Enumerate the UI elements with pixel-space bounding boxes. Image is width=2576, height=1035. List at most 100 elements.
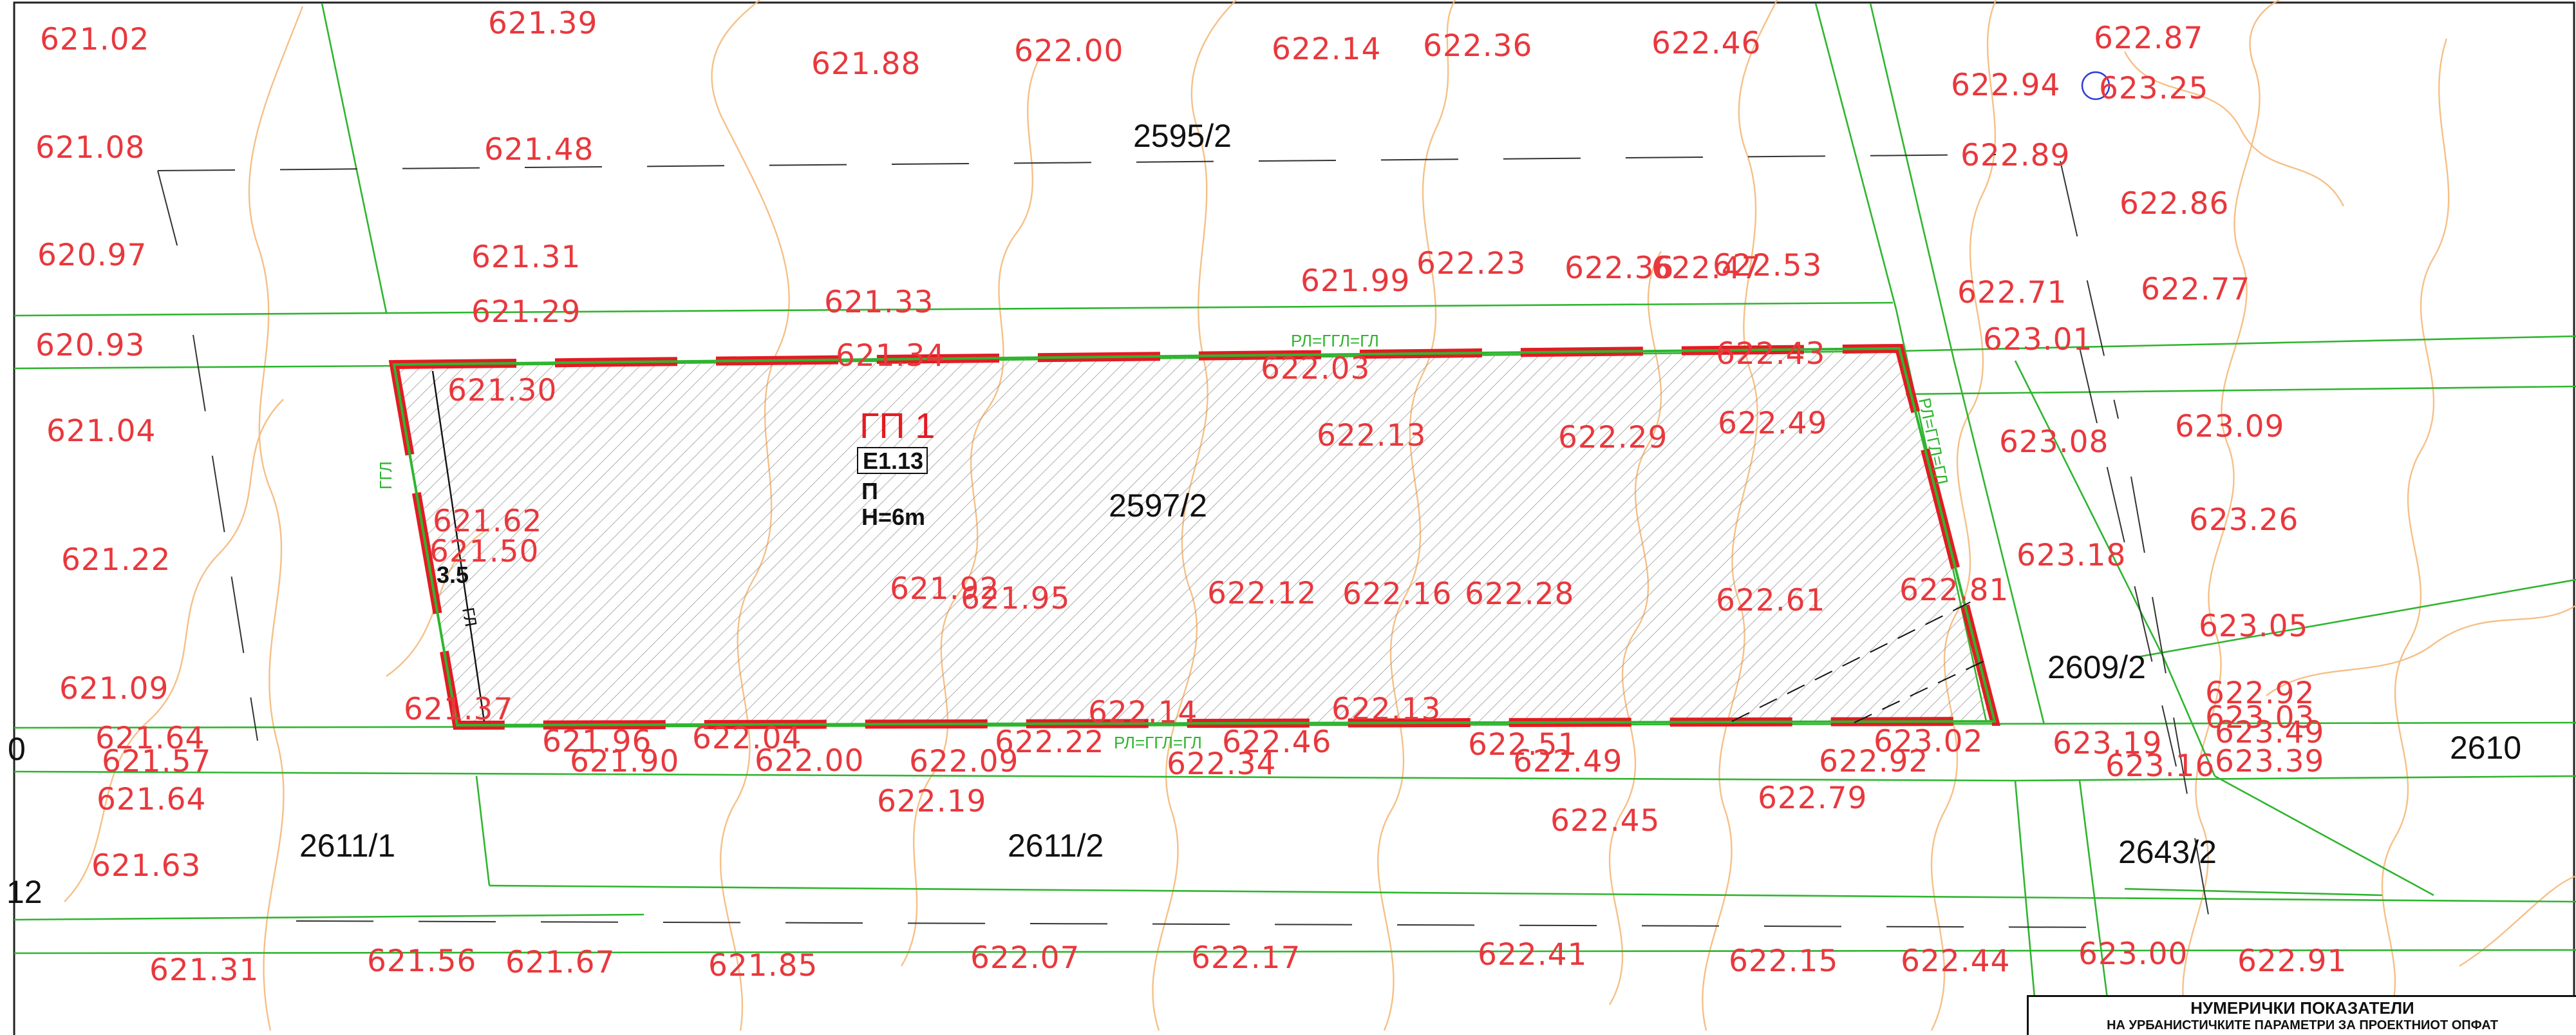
elevation-label: 622.22 — [995, 725, 1104, 760]
elevation-label: 622.14 — [1272, 32, 1381, 67]
elevation-label: 621.09 — [59, 671, 169, 707]
elevation-label: 623.49 — [2215, 715, 2324, 750]
elevation-label: 622.03 — [1261, 351, 1370, 386]
elevation-label: 622.19 — [877, 784, 986, 819]
elevation-label: 622.13 — [1317, 418, 1426, 453]
parcel-2597-2: 2597/2 — [1109, 488, 1207, 524]
elevation-label: 622.43 — [1716, 336, 1825, 372]
elevation-label: 621.33 — [824, 285, 934, 320]
elevation-label: 622.34 — [1167, 746, 1276, 782]
elevation-label: 621.31 — [471, 240, 581, 275]
elevation-label: 622.00 — [755, 743, 864, 779]
elevation-label: 623.00 — [2078, 936, 2188, 972]
zone-labels: ГП 1 Е1.13 П H=6m 3.5 — [437, 405, 935, 588]
elevation-label: 623.03 — [2205, 700, 2315, 736]
elevation-label: 621.29 — [471, 294, 581, 330]
elevation-label: 622.04 — [692, 721, 802, 756]
elevation-label: 622.86 — [2120, 186, 2229, 222]
elevation-label: 621.39 — [488, 6, 597, 41]
elevation-label: 621.96 — [542, 724, 652, 759]
elevation-labels: 621.02 621.39 621.88 622.00 622.14 622.3… — [35, 6, 2347, 988]
elevation-label: 620.97 — [37, 238, 147, 273]
elevation-label: 622.77 — [2141, 272, 2250, 307]
elevation-label: 621.88 — [811, 46, 921, 82]
elevation-label: 621.30 — [447, 373, 557, 408]
elevation-label: 622.87 — [2094, 21, 2203, 56]
elevation-label: 622.51 — [1468, 727, 1577, 763]
elevation-label: 622.14 — [1088, 695, 1198, 730]
elevation-label: 622.36 — [1423, 28, 1532, 64]
elevation-label: 622.49 — [1513, 744, 1622, 779]
elevation-label: 622.91 — [2237, 944, 2347, 979]
parcel-labels: 2595/2 2597/2 2609/2 2610 2611/1 2611/2 … — [6, 118, 2521, 910]
zone-height: H=6m — [861, 504, 925, 530]
elevation-label: 621.90 — [570, 744, 679, 779]
zone-class-code: Е1.13 — [863, 448, 923, 474]
development-zone — [388, 343, 2001, 730]
elevation-label: 621.04 — [46, 413, 156, 449]
zone-setback: 3.5 — [437, 562, 469, 588]
elevation-label: 621.08 — [35, 130, 145, 166]
elevation-label: 623.16 — [2105, 748, 2215, 784]
parcel-edge-12: 12 — [6, 874, 42, 910]
elevation-label: 622.07 — [970, 940, 1080, 976]
elevation-label: 622.23 — [1416, 246, 1526, 281]
zone-boundary-green — [392, 347, 1997, 727]
line-label-bottom: РЛ=ГГЛ=ГЛ — [1114, 733, 1202, 752]
elevation-label: 621.63 — [91, 848, 201, 884]
parcel-2611-2: 2611/2 — [1008, 828, 1104, 864]
elevation-label: 621.95 — [961, 581, 1070, 616]
parcel-2609-2: 2609/2 — [2047, 649, 2146, 685]
elevation-label: 621.57 — [102, 744, 211, 779]
elevation-label: 621.62 — [433, 504, 542, 539]
elevation-label: 622.81 — [1899, 573, 2009, 608]
elevation-label: 623.18 — [2017, 538, 2126, 573]
elevation-label: 622.61 — [1716, 583, 1825, 618]
elevation-label: 621.64 — [97, 782, 206, 817]
elevation-label: 622.36 — [1565, 251, 1674, 286]
parcel-edge-0: 0 — [8, 731, 26, 767]
elevation-label: 622.28 — [1465, 576, 1574, 612]
elevation-label: 621.34 — [836, 338, 945, 374]
elevation-label: 622.12 — [1207, 576, 1317, 611]
elevation-label: 622.46 — [1222, 725, 1331, 760]
elevation-label: 621.50 — [429, 534, 539, 569]
elevation-label: 622.44 — [1901, 944, 2010, 979]
elevation-label: 622.17 — [1191, 940, 1301, 976]
elevation-label: 622.29 — [1558, 420, 1668, 455]
reference-dashed-lines — [157, 154, 2209, 928]
zone-corner-dashes-1 — [1731, 598, 1977, 722]
elevation-label: 622.49 — [1718, 406, 1827, 441]
elevation-label: 623.25 — [2099, 71, 2208, 106]
elevation-label: 623.01 — [1983, 322, 2092, 357]
elevation-label: 620.93 — [35, 328, 145, 363]
sheet-frame — [13, 1, 2575, 1035]
elevation-label: 621.56 — [367, 944, 476, 979]
legend-subtitle: НА УРБАНИСТИЧКИТЕ ПАРАМЕТРИ ЗА ПРОЕКТНИО… — [2107, 1018, 2498, 1032]
numeric-indicators-table: НУМЕРИЧКИ ПОКАЗАТЕЛИ НА УРБАНИСТИЧКИТЕ П… — [2027, 995, 2576, 1035]
elevation-label: 623.26 — [2189, 502, 2299, 538]
parcel-2610: 2610 — [2450, 730, 2521, 766]
elevation-label: 622.92 — [1819, 744, 1928, 779]
elevation-label: 623.09 — [2175, 409, 2284, 444]
elevation-label: 621.48 — [484, 132, 594, 167]
elevation-label: 623.08 — [1999, 424, 2109, 460]
zone-category: П — [861, 478, 878, 504]
elevation-label: 621.31 — [149, 953, 259, 988]
elevation-label: 621.64 — [95, 721, 205, 756]
elevation-label: 622.41 — [1478, 937, 1587, 973]
elevation-label: 622.15 — [1729, 944, 1838, 979]
elevation-label: 622.79 — [1758, 781, 1867, 816]
elevation-label: 622.89 — [1960, 138, 2070, 173]
line-label-left-inner: ГЛ — [458, 606, 481, 628]
elevation-label: 622.71 — [1957, 275, 2067, 310]
zone-hatch-fill — [394, 348, 1995, 725]
elevation-label: 622.94 — [1951, 68, 2060, 103]
elevation-label: 623.39 — [2215, 744, 2324, 779]
elevation-label: 622.92 — [2205, 676, 2315, 711]
elevation-label: 623.05 — [2199, 609, 2308, 644]
elevation-label: 622.16 — [1342, 576, 1452, 612]
zone-class-box — [857, 447, 928, 474]
zone-code: ГП 1 — [860, 405, 935, 446]
